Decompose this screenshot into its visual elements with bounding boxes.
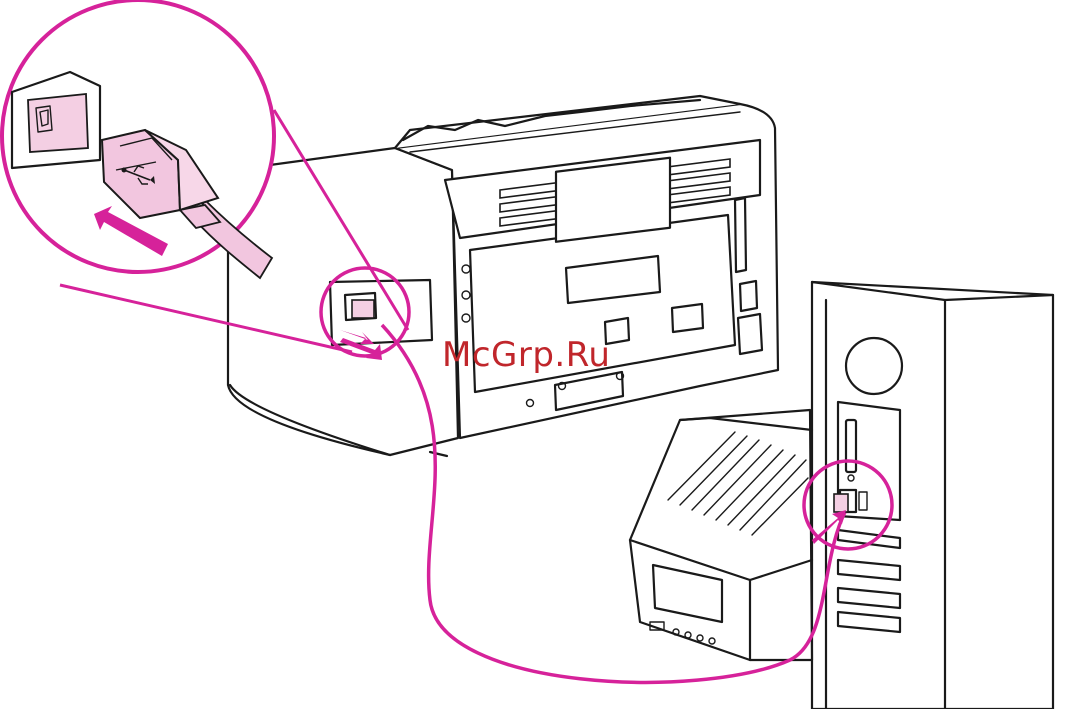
zoom-detail [0, 0, 276, 280]
usb-symbol-icon [121, 165, 155, 185]
expansion-slots [836, 528, 902, 634]
knob-right [670, 302, 705, 334]
monitor-vents [667, 431, 809, 536]
usb-connector-icon [100, 128, 222, 230]
rear-access-slot [554, 156, 672, 243]
watermark-text: McGrp.Ru [442, 335, 610, 375]
serial-port [844, 418, 858, 474]
arrow-icon [340, 330, 374, 344]
usb-port-socket [27, 93, 89, 153]
monitor-buttons [649, 621, 716, 645]
printer-port-connector [351, 299, 375, 319]
monitor-icon [628, 408, 814, 662]
computer-port-connector [833, 493, 849, 513]
fan-vent [844, 336, 904, 396]
knob-left [603, 316, 631, 346]
callout-line-bottom [59, 283, 353, 354]
printer-port-highlight [319, 266, 411, 358]
arrow-icon [812, 510, 846, 544]
callout-line-top [272, 109, 410, 331]
arrow-icon [340, 338, 382, 360]
usb-cable [380, 323, 848, 685]
computer-port-highlight [802, 459, 894, 551]
arrow-icon [94, 206, 168, 256]
printer-icon [226, 94, 780, 458]
